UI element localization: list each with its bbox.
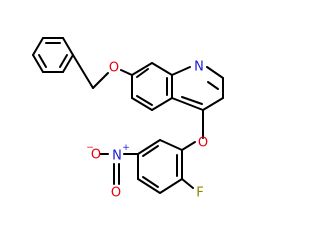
nitro-group-bonds [99,153,139,185]
nitro-oxygen-left-label: O [91,148,101,163]
ether-oxygen-top-label: O [109,61,119,76]
fluoronitrophenyl-ring [137,139,183,194]
nitro-oxygen-left-charge: − [86,143,94,153]
ether-linker-mid [181,109,204,151]
nitro-nitrogen-label: N [112,149,122,164]
nitro-nitrogen-charge: + [122,143,130,153]
ether-oxygen-mid-label: O [198,136,208,151]
ring-nitrogen-label: N [194,60,204,75]
quinoline-pyridine-ring [171,66,224,111]
molecule-structure-diagram: O N O F N + O − O [32,37,224,201]
quinoline-benzo-ring [131,62,173,111]
fluoro-bond [181,178,194,189]
benzyl-linker [72,54,133,89]
benzyl-ring [32,37,74,73]
nitro-oxygen-bottom-label: O [111,186,121,201]
fluorine-label: F [196,186,203,201]
